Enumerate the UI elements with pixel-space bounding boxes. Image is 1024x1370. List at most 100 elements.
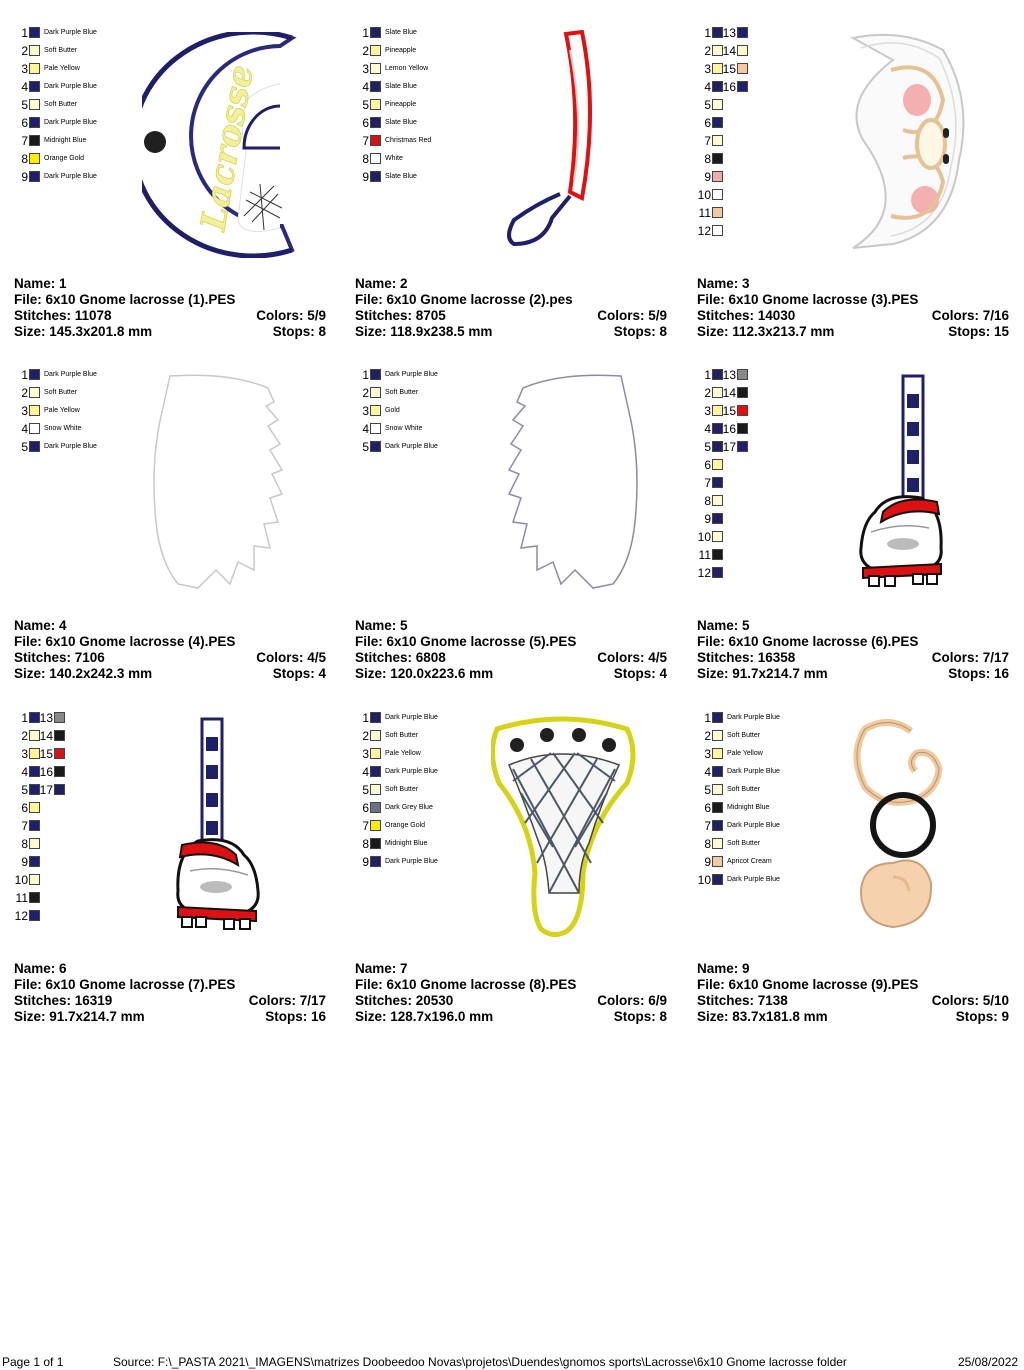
thread-name: Dark Purple Blue (44, 173, 97, 180)
thread-swatch (712, 117, 723, 128)
thread-number: 9 (362, 855, 369, 869)
thread-number: 8 (362, 152, 369, 166)
thread-number: 3 (362, 62, 369, 76)
thread-swatch (712, 171, 723, 182)
design-name: Name: 9 (697, 961, 750, 976)
thread-name: Slate Blue (385, 173, 417, 180)
design-size: Size: 91.7x214.7 mm (697, 666, 828, 681)
thread-name: Dark Purple Blue (385, 371, 438, 378)
thread-number: 3 (362, 747, 369, 761)
thread-swatch (712, 477, 723, 488)
design-file: File: 6x10 Gnome lacrosse (2).pes (355, 292, 573, 307)
thread-number: 2 (704, 729, 711, 743)
thread-swatch (370, 748, 381, 759)
thread-name: Dark Purple Blue (44, 371, 97, 378)
design-stops: Stops: 16 (948, 666, 1009, 681)
thread-number: 14 (722, 44, 736, 58)
thread-number: 5 (362, 783, 369, 797)
thread-number: 6 (362, 116, 369, 130)
thread-swatch (712, 99, 723, 110)
design-name: Name: 5 (697, 618, 750, 633)
thread-number: 6 (21, 116, 28, 130)
thread-swatch (370, 766, 381, 777)
thread-number: 9 (362, 170, 369, 184)
thread-swatch (712, 63, 723, 74)
design-stops: Stops: 8 (613, 324, 667, 339)
thread-number: 2 (704, 386, 711, 400)
thread-swatch (370, 63, 381, 74)
beard-right-artwork (507, 374, 638, 589)
thread-swatch (737, 405, 748, 416)
thread-swatch (737, 63, 748, 74)
thread-name: Soft Butter (385, 389, 419, 396)
design-size: Size: 83.7x181.8 mm (697, 1009, 828, 1024)
thread-name: Dark Purple Blue (44, 29, 97, 36)
thread-number: 1 (704, 711, 711, 725)
thread-name: Dark Purple Blue (44, 83, 97, 90)
thread-number: 10 (697, 188, 711, 202)
thread-number: 14 (39, 729, 53, 743)
thread-name: Dark Purple Blue (727, 822, 780, 829)
design-stops: Stops: 8 (613, 1009, 667, 1024)
design-size: Size: 145.3x201.8 mm (14, 324, 153, 339)
thread-number: 9 (21, 855, 28, 869)
thread-number: 5 (362, 440, 369, 454)
thread-swatch (370, 27, 381, 38)
thread-swatch (712, 730, 723, 741)
design-file: File: 6x10 Gnome lacrosse (9).PES (697, 977, 919, 992)
thread-number: 12 (14, 909, 28, 923)
thread-number: 4 (21, 422, 28, 436)
thread-swatch (29, 405, 40, 416)
design-colors: Colors: 6/9 (597, 993, 667, 1008)
thread-number: 8 (362, 837, 369, 851)
design-stitches: Stitches: 20530 (355, 993, 454, 1008)
thread-swatch (54, 712, 65, 723)
design-size: Size: 91.7x214.7 mm (14, 1009, 145, 1024)
thread-number: 5 (704, 440, 711, 454)
thread-swatch (370, 712, 381, 723)
thread-swatch (737, 27, 748, 38)
thread-name: Soft Butter (44, 101, 78, 108)
design-stitches: Stitches: 16319 (14, 993, 113, 1008)
thread-number: 9 (704, 170, 711, 184)
thread-swatch (712, 766, 723, 777)
thread-name: Orange Gold (385, 822, 426, 829)
thread-swatch (712, 135, 723, 146)
design-file: File: 6x10 Gnome lacrosse (4).PES (14, 634, 236, 649)
thread-number: 4 (362, 765, 369, 779)
thread-name: Pineapple (385, 47, 417, 54)
thread-number: 10 (14, 873, 28, 887)
thread-number: 7 (21, 819, 28, 833)
thread-number: 5 (21, 783, 28, 797)
thread-number: 7 (362, 134, 369, 148)
design-info: Name: 7 File: 6x10 Gnome lacrosse (8).PE… (355, 961, 667, 1025)
thread-number: 5 (21, 98, 28, 112)
design-stops: Stops: 4 (272, 666, 326, 681)
thread-name: Soft Butter (727, 840, 761, 847)
thread-number: 10 (697, 530, 711, 544)
thread-number: 5 (362, 98, 369, 112)
thread-name: Pale Yellow (385, 750, 421, 757)
thread-number: 15 (722, 62, 736, 76)
thread-number: 3 (21, 747, 28, 761)
thread-swatch (370, 856, 381, 867)
thread-number: 16 (39, 765, 53, 779)
thread-swatch (29, 135, 40, 146)
thread-swatch (712, 423, 723, 434)
thread-number: 6 (21, 801, 28, 815)
design-colors: Colors: 5/9 (256, 308, 326, 323)
design-file: File: 6x10 Gnome lacrosse (3).PES (697, 292, 919, 307)
print-date: 25/08/2022 (958, 1355, 1019, 1369)
thread-name: Slate Blue (385, 29, 417, 36)
thread-swatch (712, 513, 723, 524)
thread-name: Lemon Yellow (385, 65, 429, 72)
thread-swatch (29, 27, 40, 38)
thread-name: Dark Purple Blue (385, 714, 438, 721)
page-footer: Page 1 of 1 Source: F:\_PASTA 2021\_IMAG… (0, 1354, 1024, 1370)
thread-number: 16 (722, 80, 736, 94)
thread-swatch (370, 441, 381, 452)
thread-number: 7 (362, 819, 369, 833)
